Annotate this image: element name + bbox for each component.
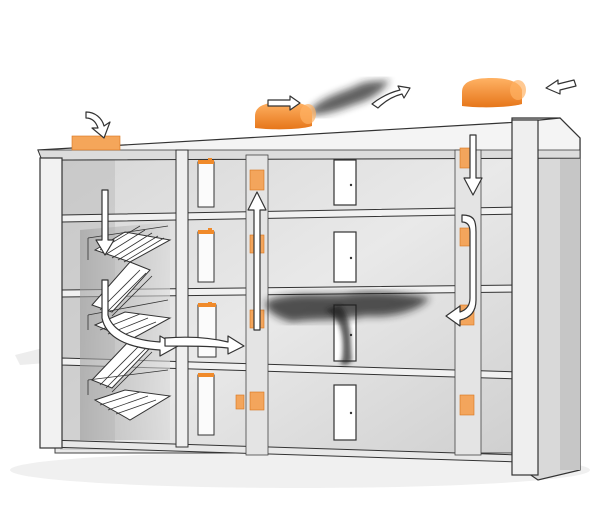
flow-arrow-icon [85, 111, 111, 139]
damper-icon [249, 169, 265, 191]
flow-arrows [85, 79, 577, 357]
fan-icon [71, 135, 121, 151]
smoke-cloud-icon [310, 80, 390, 115]
door-icon [333, 159, 357, 206]
damper-icon [249, 391, 265, 411]
front-columns [39, 119, 539, 476]
flow-arrow-icon [545, 79, 577, 95]
ceiling-lights [208, 158, 212, 305]
staircase-icon [80, 222, 172, 440]
door-icon [197, 230, 215, 283]
fan-icon [462, 78, 526, 108]
door-icon [197, 303, 217, 358]
flow-arrow-icon [371, 85, 411, 109]
rooftop-fans [71, 78, 526, 151]
flow-arrow-icon [164, 335, 245, 355]
fan-icon [255, 102, 316, 130]
door-icon [333, 384, 357, 441]
damper-icon [459, 394, 475, 416]
damper-icon [235, 394, 245, 410]
flow-arrow-icon [267, 95, 301, 111]
door-icon [197, 160, 215, 208]
flow-arrow-icon [95, 189, 115, 256]
flow-arrow-icon [463, 134, 483, 196]
smoke-cloud-icon [265, 291, 430, 365]
door-icon [333, 231, 357, 283]
flow-arrow-icon [445, 214, 477, 327]
flow-arrow-icon [247, 191, 267, 331]
door-icon [197, 373, 215, 436]
